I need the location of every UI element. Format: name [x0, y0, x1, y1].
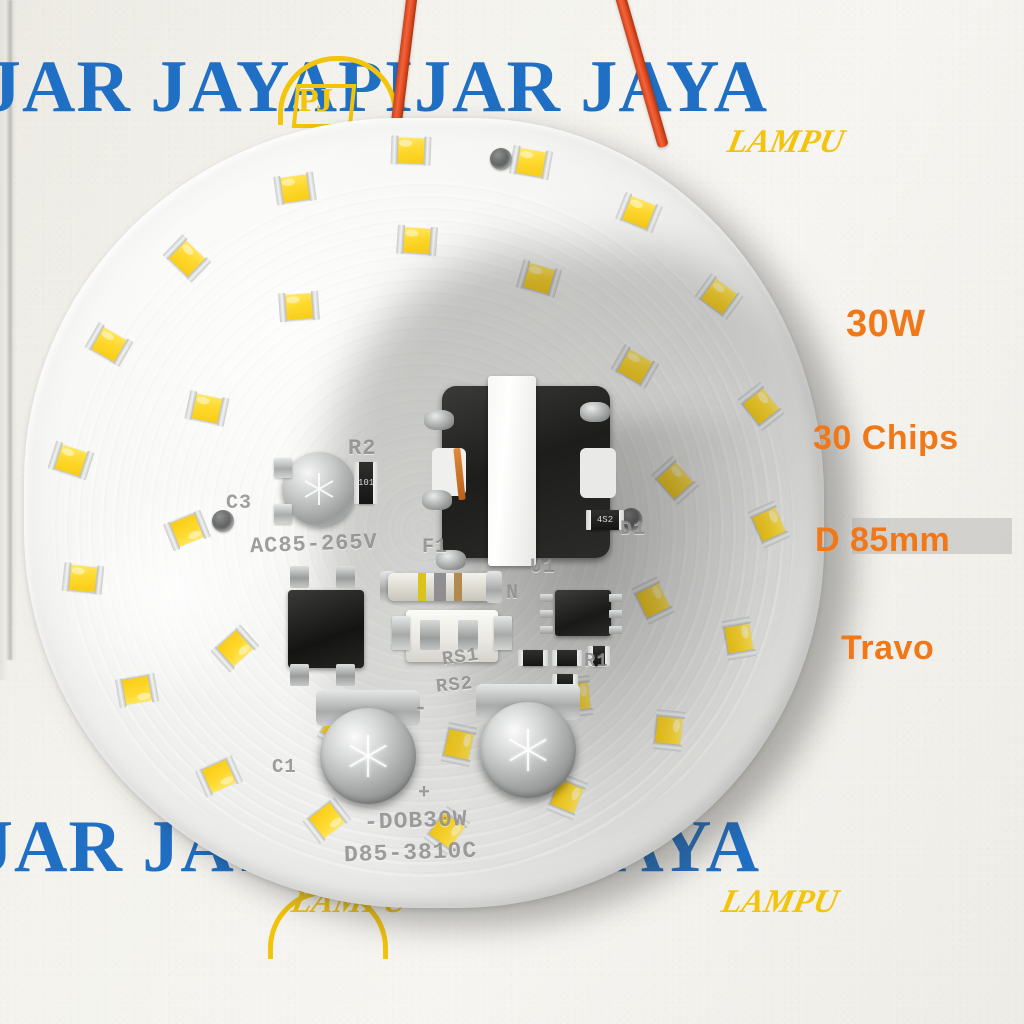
led-chip — [278, 174, 312, 203]
solder-pad — [392, 616, 410, 650]
silk-model-bottom: D85-3810C — [343, 837, 478, 869]
bridge-pin — [290, 566, 309, 588]
solder-joint — [436, 550, 466, 570]
fuse-band — [418, 573, 426, 601]
solder-pad — [494, 616, 512, 650]
led-chip — [655, 714, 683, 747]
led-chip — [200, 758, 238, 795]
ic-u1 — [555, 590, 611, 636]
led-chip — [52, 443, 90, 478]
led-chip — [635, 581, 671, 620]
ic-pin — [540, 626, 553, 634]
silk-plus: + — [418, 782, 432, 805]
ic-pin — [540, 610, 553, 618]
solder-joint — [424, 410, 454, 430]
spec-transformer: Travo — [841, 629, 935, 667]
resistor-rs2 — [552, 650, 582, 666]
solder-pad — [274, 504, 292, 524]
transformer-bobbin — [488, 376, 536, 566]
led-chip — [66, 564, 100, 593]
bridge-rectifier — [288, 590, 364, 668]
resistor-value-label: 101 — [358, 478, 375, 488]
connector-tab — [458, 620, 478, 650]
led-chip — [615, 348, 655, 385]
diode-d1: 4S2 — [586, 510, 624, 530]
paper-edge-seam — [6, 0, 16, 660]
solder-joint — [580, 402, 610, 422]
led-chip — [120, 675, 154, 706]
led-chip — [699, 277, 739, 316]
led-chip — [620, 195, 658, 230]
led-chip — [401, 226, 433, 255]
silk-r2: R2 — [348, 436, 377, 461]
diode-value-label: 4S2 — [596, 515, 614, 525]
capacitor-c1 — [320, 708, 416, 804]
mounting-hole — [490, 148, 512, 170]
capacitor-c2 — [480, 702, 576, 798]
ic-pin — [609, 626, 622, 634]
fuse-f1 — [388, 573, 496, 601]
led-chip — [307, 801, 347, 840]
fuse-band — [434, 573, 446, 601]
led-chip — [428, 811, 466, 850]
led-chip — [724, 621, 754, 656]
connector-block — [406, 610, 498, 662]
led-chip — [189, 393, 225, 424]
bridge-pin — [336, 664, 355, 686]
spec-power: 30W — [846, 303, 926, 345]
led-chip — [283, 292, 315, 321]
led-chip — [751, 505, 787, 544]
capacitor-c3 — [282, 452, 356, 526]
led-chip — [167, 239, 207, 278]
solder-pad — [274, 458, 292, 478]
solder-joint — [422, 490, 452, 510]
mounting-hole — [620, 508, 642, 530]
led-chip — [443, 727, 475, 762]
resistor-r1 — [588, 646, 610, 666]
bridge-pin — [336, 566, 355, 588]
led-chip — [168, 513, 206, 548]
led-chip — [514, 147, 548, 178]
led-chip — [89, 326, 129, 363]
led-chip — [215, 629, 255, 668]
led-chip — [521, 262, 557, 295]
transformer-notch-right — [580, 448, 616, 498]
silk-c1: C1 — [272, 756, 297, 778]
spec-diameter: D 85mm — [815, 521, 951, 559]
resistor-rs1 — [518, 650, 548, 666]
mounting-hole — [212, 510, 234, 532]
ic-pin — [540, 594, 553, 602]
led-chip — [655, 460, 695, 501]
ic-pin — [609, 594, 622, 602]
led-chip — [395, 137, 427, 164]
paper-edge-highlight — [0, 0, 8, 680]
silk-n: N — [506, 582, 520, 605]
silk-rs2: RS2 — [434, 672, 475, 698]
resistor-r2: 101 — [354, 462, 378, 504]
spec-diameter-highlight — [852, 518, 1012, 554]
connector-tab — [420, 620, 440, 650]
led-chip — [741, 386, 781, 427]
bridge-pin — [290, 664, 309, 686]
silk-voltage: AC85-265V — [249, 529, 379, 560]
fuse-band — [454, 573, 462, 601]
fuse-end-cap — [486, 571, 502, 603]
ic-pin — [609, 610, 622, 618]
led-pcb-board: 101 4S2 — [24, 118, 824, 908]
spec-chips: 30 Chips — [813, 419, 959, 457]
